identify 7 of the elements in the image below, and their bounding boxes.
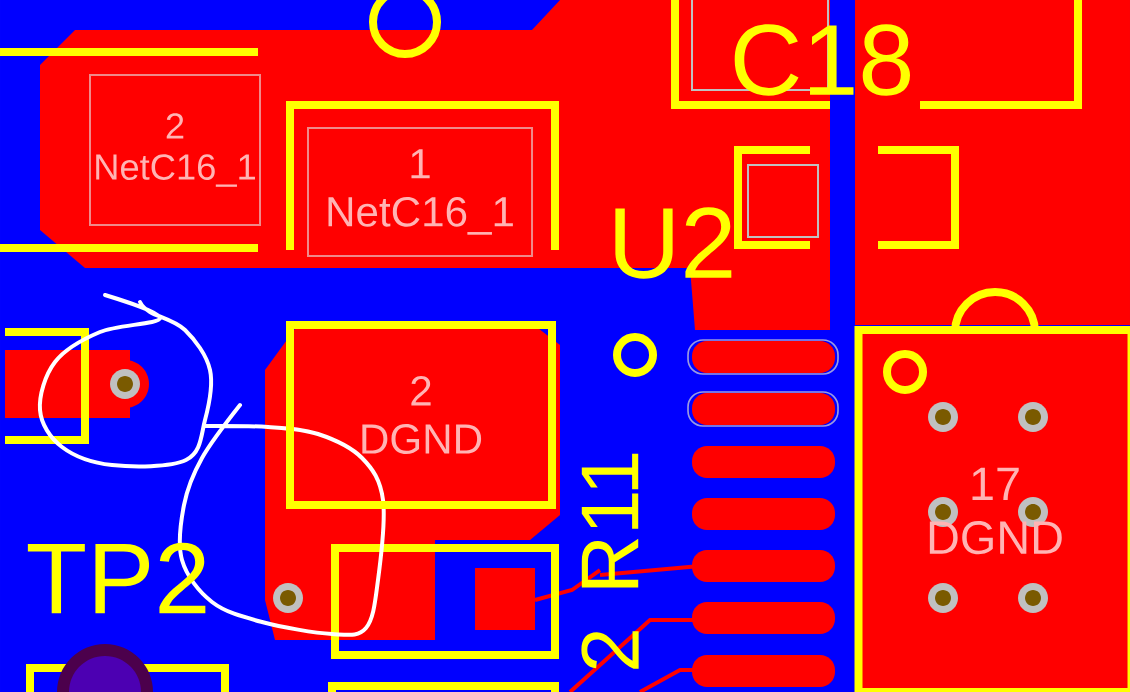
pad: 17 DGND bbox=[854, 326, 1130, 692]
pad: 2 DGND bbox=[286, 321, 556, 509]
silkscreen-label: U2 bbox=[615, 207, 732, 279]
pad: 1 NetC16_1 bbox=[307, 127, 533, 257]
silkscreen-label: 2 bbox=[581, 631, 639, 669]
silkscreen-label: R11 bbox=[581, 453, 639, 588]
pad: 2 NetC16_1 bbox=[89, 74, 261, 226]
